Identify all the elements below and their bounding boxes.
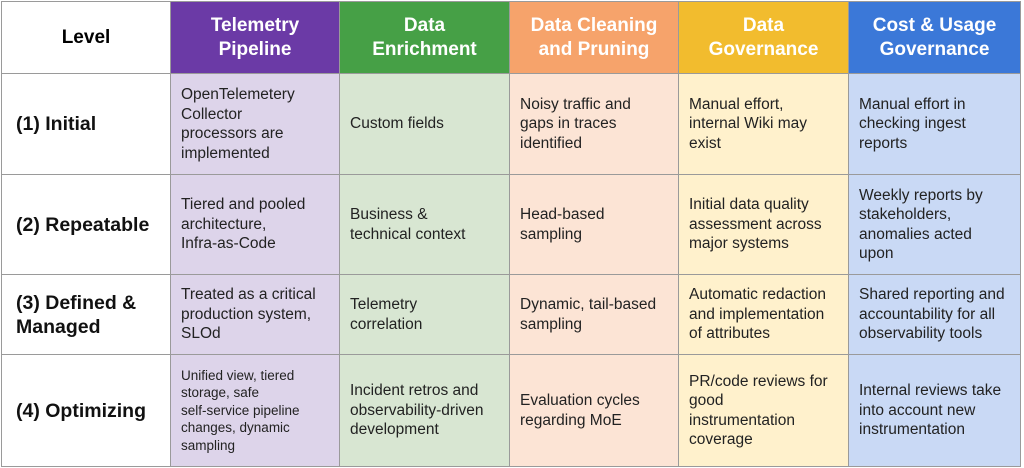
header-telemetry-pipeline: Telemetry Pipeline bbox=[171, 2, 340, 74]
table-cell: Shared reporting and accountability for … bbox=[849, 275, 1021, 355]
table-cell: Treated as a critical production system,… bbox=[171, 275, 340, 355]
table-cell: Evaluation cycles regarding MoE bbox=[510, 355, 679, 467]
table-cell: Business & technical context bbox=[340, 175, 510, 275]
table-cell: Tiered and pooled architecture, Infra-as… bbox=[171, 175, 340, 275]
level-repeatable: (2) Repeatable bbox=[2, 175, 171, 275]
table-cell: Automatic redaction and implementation o… bbox=[679, 275, 849, 355]
header-data-governance: Data Governance bbox=[679, 2, 849, 74]
table-cell: Manual effort, internal Wiki may exist bbox=[679, 74, 849, 175]
table-cell: Noisy traffic and gaps in traces identif… bbox=[510, 74, 679, 175]
table-cell: Head-based sampling bbox=[510, 175, 679, 275]
table-cell: Telemetry correlation bbox=[340, 275, 510, 355]
header-data-enrichment: Data Enrichment bbox=[340, 2, 510, 74]
table-cell: Custom fields bbox=[340, 74, 510, 175]
table-cell: Unified view, tiered storage, safe self-… bbox=[171, 355, 340, 467]
table-cell: PR/code reviews for good instrumentation… bbox=[679, 355, 849, 467]
level-optimizing: (4) Optimizing bbox=[2, 355, 171, 467]
header-cost-usage-governance: Cost & Usage Governance bbox=[849, 2, 1021, 74]
table-cell: OpenTelemetery Collector processors are … bbox=[171, 74, 340, 175]
level-initial: (1) Initial bbox=[2, 74, 171, 175]
header-level: Level bbox=[2, 2, 171, 74]
table-cell: Manual effort in checking ingest reports bbox=[849, 74, 1021, 175]
table-cell: Dynamic, tail-based sampling bbox=[510, 275, 679, 355]
header-data-cleaning: Data Cleaning and Pruning bbox=[510, 2, 679, 74]
table-cell: Incident retros and observability-driven… bbox=[340, 355, 510, 467]
table-cell: Weekly reports by stakeholders, anomalie… bbox=[849, 175, 1021, 275]
table-cell: Initial data quality assessment across m… bbox=[679, 175, 849, 275]
level-defined-managed: (3) Defined & Managed bbox=[2, 275, 171, 355]
table-cell: Internal reviews take into account new i… bbox=[849, 355, 1021, 467]
